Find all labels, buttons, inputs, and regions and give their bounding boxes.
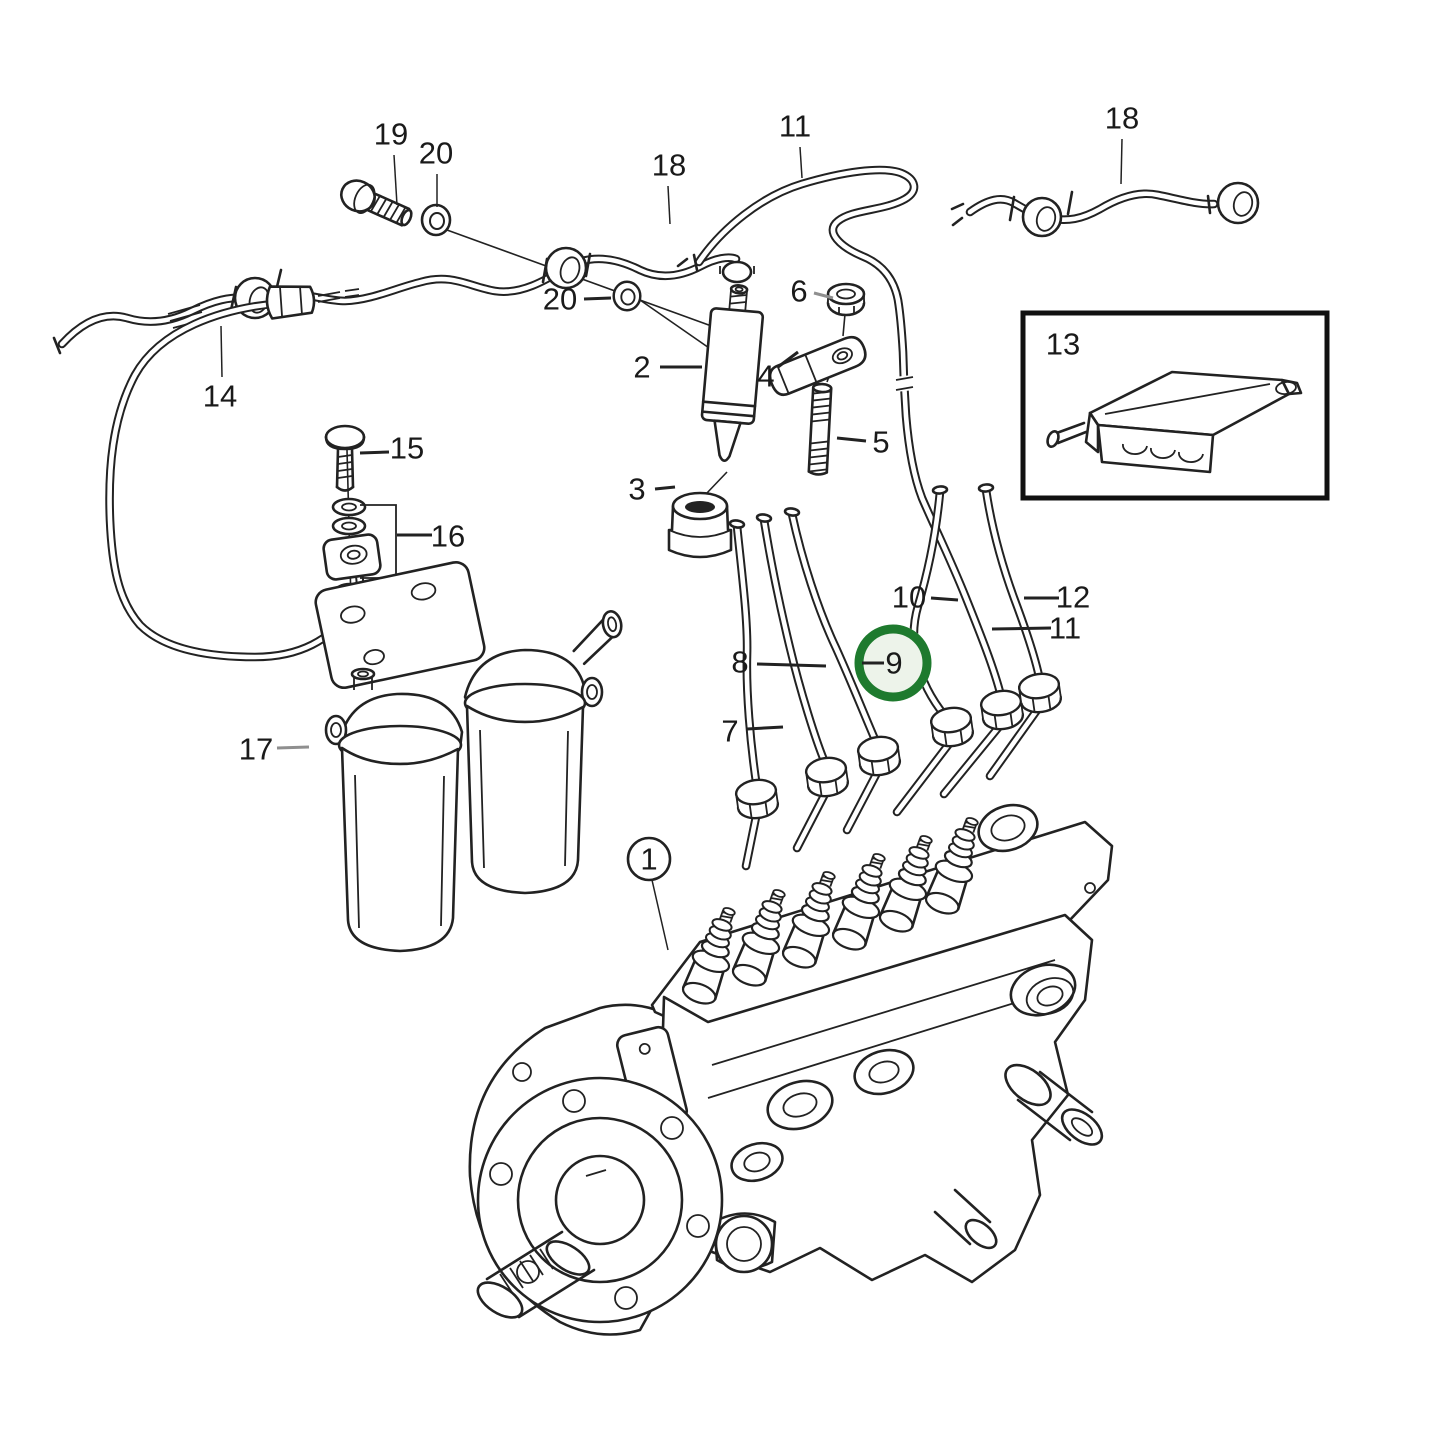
part-number-4: 4 xyxy=(757,359,774,394)
part-label-16[interactable]: 16 xyxy=(397,519,465,554)
leader-line-17 xyxy=(276,745,310,750)
leader-line-19 xyxy=(393,154,398,206)
stud-5-drawing xyxy=(807,382,833,476)
washer-20-mid-drawing xyxy=(612,280,642,312)
part-label-7[interactable]: 7 xyxy=(721,714,784,749)
part-label-3[interactable]: 3 xyxy=(628,472,676,507)
part-number-17: 17 xyxy=(239,732,273,767)
part-number-11-lower: 11 xyxy=(1049,611,1081,646)
part-label-20-upper[interactable]: 20 xyxy=(419,136,453,208)
leader-line-18-left xyxy=(667,185,671,225)
leader-line-8 xyxy=(756,662,827,668)
part-number-1: 1 xyxy=(640,842,657,877)
bolt-15-drawing xyxy=(324,424,366,492)
part-label-20-mid[interactable]: 20 xyxy=(543,282,612,317)
pipe-11-drawing xyxy=(676,165,1006,701)
part-number-7: 7 xyxy=(721,714,738,749)
part-label-1[interactable]: 1 xyxy=(626,836,672,951)
part-label-12[interactable]: 12 xyxy=(1024,580,1090,615)
part-number-10: 10 xyxy=(892,580,926,615)
part-number-18-left: 18 xyxy=(652,148,686,183)
leader-line-5 xyxy=(836,436,867,443)
leader-line-3 xyxy=(654,485,676,491)
inset-box-13 xyxy=(1020,310,1330,501)
leader-line-10 xyxy=(930,596,959,602)
part-label-11-top[interactable]: 11 xyxy=(779,109,811,179)
highlighted-part-ring xyxy=(854,624,932,702)
pump-lower-valve-drawing xyxy=(933,1188,998,1250)
union-nut xyxy=(978,687,1026,733)
injection-pump-1-drawing xyxy=(468,803,1114,1336)
injection-pipes-drawing xyxy=(728,483,1064,871)
hose-18-right-drawing xyxy=(950,181,1260,238)
leader-line-18-right xyxy=(1120,138,1123,185)
part-label-8[interactable]: 8 xyxy=(731,645,827,680)
part-number-8: 8 xyxy=(731,645,748,680)
part-number-15: 15 xyxy=(390,431,424,466)
part-number-3: 3 xyxy=(628,472,645,507)
leak-off-rail-drawing xyxy=(52,179,755,355)
leader-line-11-top xyxy=(799,146,803,179)
part-label-5[interactable]: 5 xyxy=(836,425,890,460)
union-nut xyxy=(803,754,851,800)
union-nut xyxy=(928,704,976,750)
union-nut xyxy=(1016,670,1064,716)
part-label-18-left[interactable]: 18 xyxy=(652,148,686,225)
fuel-filter-17-drawing xyxy=(314,560,623,953)
washer-20-upper-drawing xyxy=(420,203,452,237)
part-label-13[interactable]: 13 xyxy=(1046,327,1080,362)
part-number-9: 9 xyxy=(885,646,902,681)
part-label-10[interactable]: 10 xyxy=(892,580,959,615)
cap-3-drawing xyxy=(667,491,733,559)
part-number-6: 6 xyxy=(790,274,807,309)
part-number-11-top: 11 xyxy=(779,109,811,144)
pump-shaft-drawing xyxy=(476,1230,596,1319)
part-number-20-mid: 20 xyxy=(543,282,577,317)
part-label-2[interactable]: 2 xyxy=(633,350,702,385)
part-number-5: 5 xyxy=(872,425,889,460)
part-label-15[interactable]: 15 xyxy=(359,431,424,466)
injector-assembly-drawing xyxy=(639,282,867,559)
part-number-19: 19 xyxy=(374,117,408,152)
part-label-11-lower[interactable]: 11 xyxy=(991,611,1081,646)
leader-line-11-lower xyxy=(991,626,1052,631)
leader-line-14 xyxy=(220,325,223,378)
part-number-16: 16 xyxy=(431,519,465,554)
part-label-9[interactable]: 9 xyxy=(862,646,903,681)
label-circle-1 xyxy=(626,836,672,882)
union-nut xyxy=(733,776,781,822)
clamp-4-drawing xyxy=(768,335,867,397)
leader-line-4 xyxy=(777,350,799,369)
banjo-bolt-19-drawing xyxy=(340,179,413,227)
part-label-18-right[interactable]: 18 xyxy=(1105,101,1139,185)
part-number-12: 12 xyxy=(1056,580,1090,615)
bracket-13-drawing xyxy=(1046,370,1303,474)
banjo-16-drawing xyxy=(322,533,382,581)
part-number-20-upper: 20 xyxy=(419,136,453,171)
part-number-14: 14 xyxy=(203,379,237,414)
leader-line-6 xyxy=(813,291,834,300)
highlighted-part-marker[interactable] xyxy=(854,624,932,702)
injector-2-drawing xyxy=(700,284,765,462)
part-number-18-right: 18 xyxy=(1105,101,1139,136)
part-number-2: 2 xyxy=(633,350,650,385)
pump-side-valve-drawing xyxy=(1004,1063,1104,1146)
union-nut xyxy=(855,733,903,779)
part-number-13: 13 xyxy=(1046,327,1080,362)
leader-line-20-mid xyxy=(583,296,612,301)
leader-line-7 xyxy=(746,725,784,731)
part-label-19[interactable]: 19 xyxy=(374,117,408,206)
part-label-4[interactable]: 4 xyxy=(757,350,799,394)
part-label-6[interactable]: 6 xyxy=(790,274,834,309)
leader-line-1 xyxy=(651,879,669,951)
part-label-14[interactable]: 14 xyxy=(203,325,237,414)
part-label-17[interactable]: 17 xyxy=(239,732,310,767)
pump-rear-nut-drawing xyxy=(1009,963,1077,1017)
leader-line-15 xyxy=(359,450,390,455)
nut-6-drawing xyxy=(826,282,866,317)
